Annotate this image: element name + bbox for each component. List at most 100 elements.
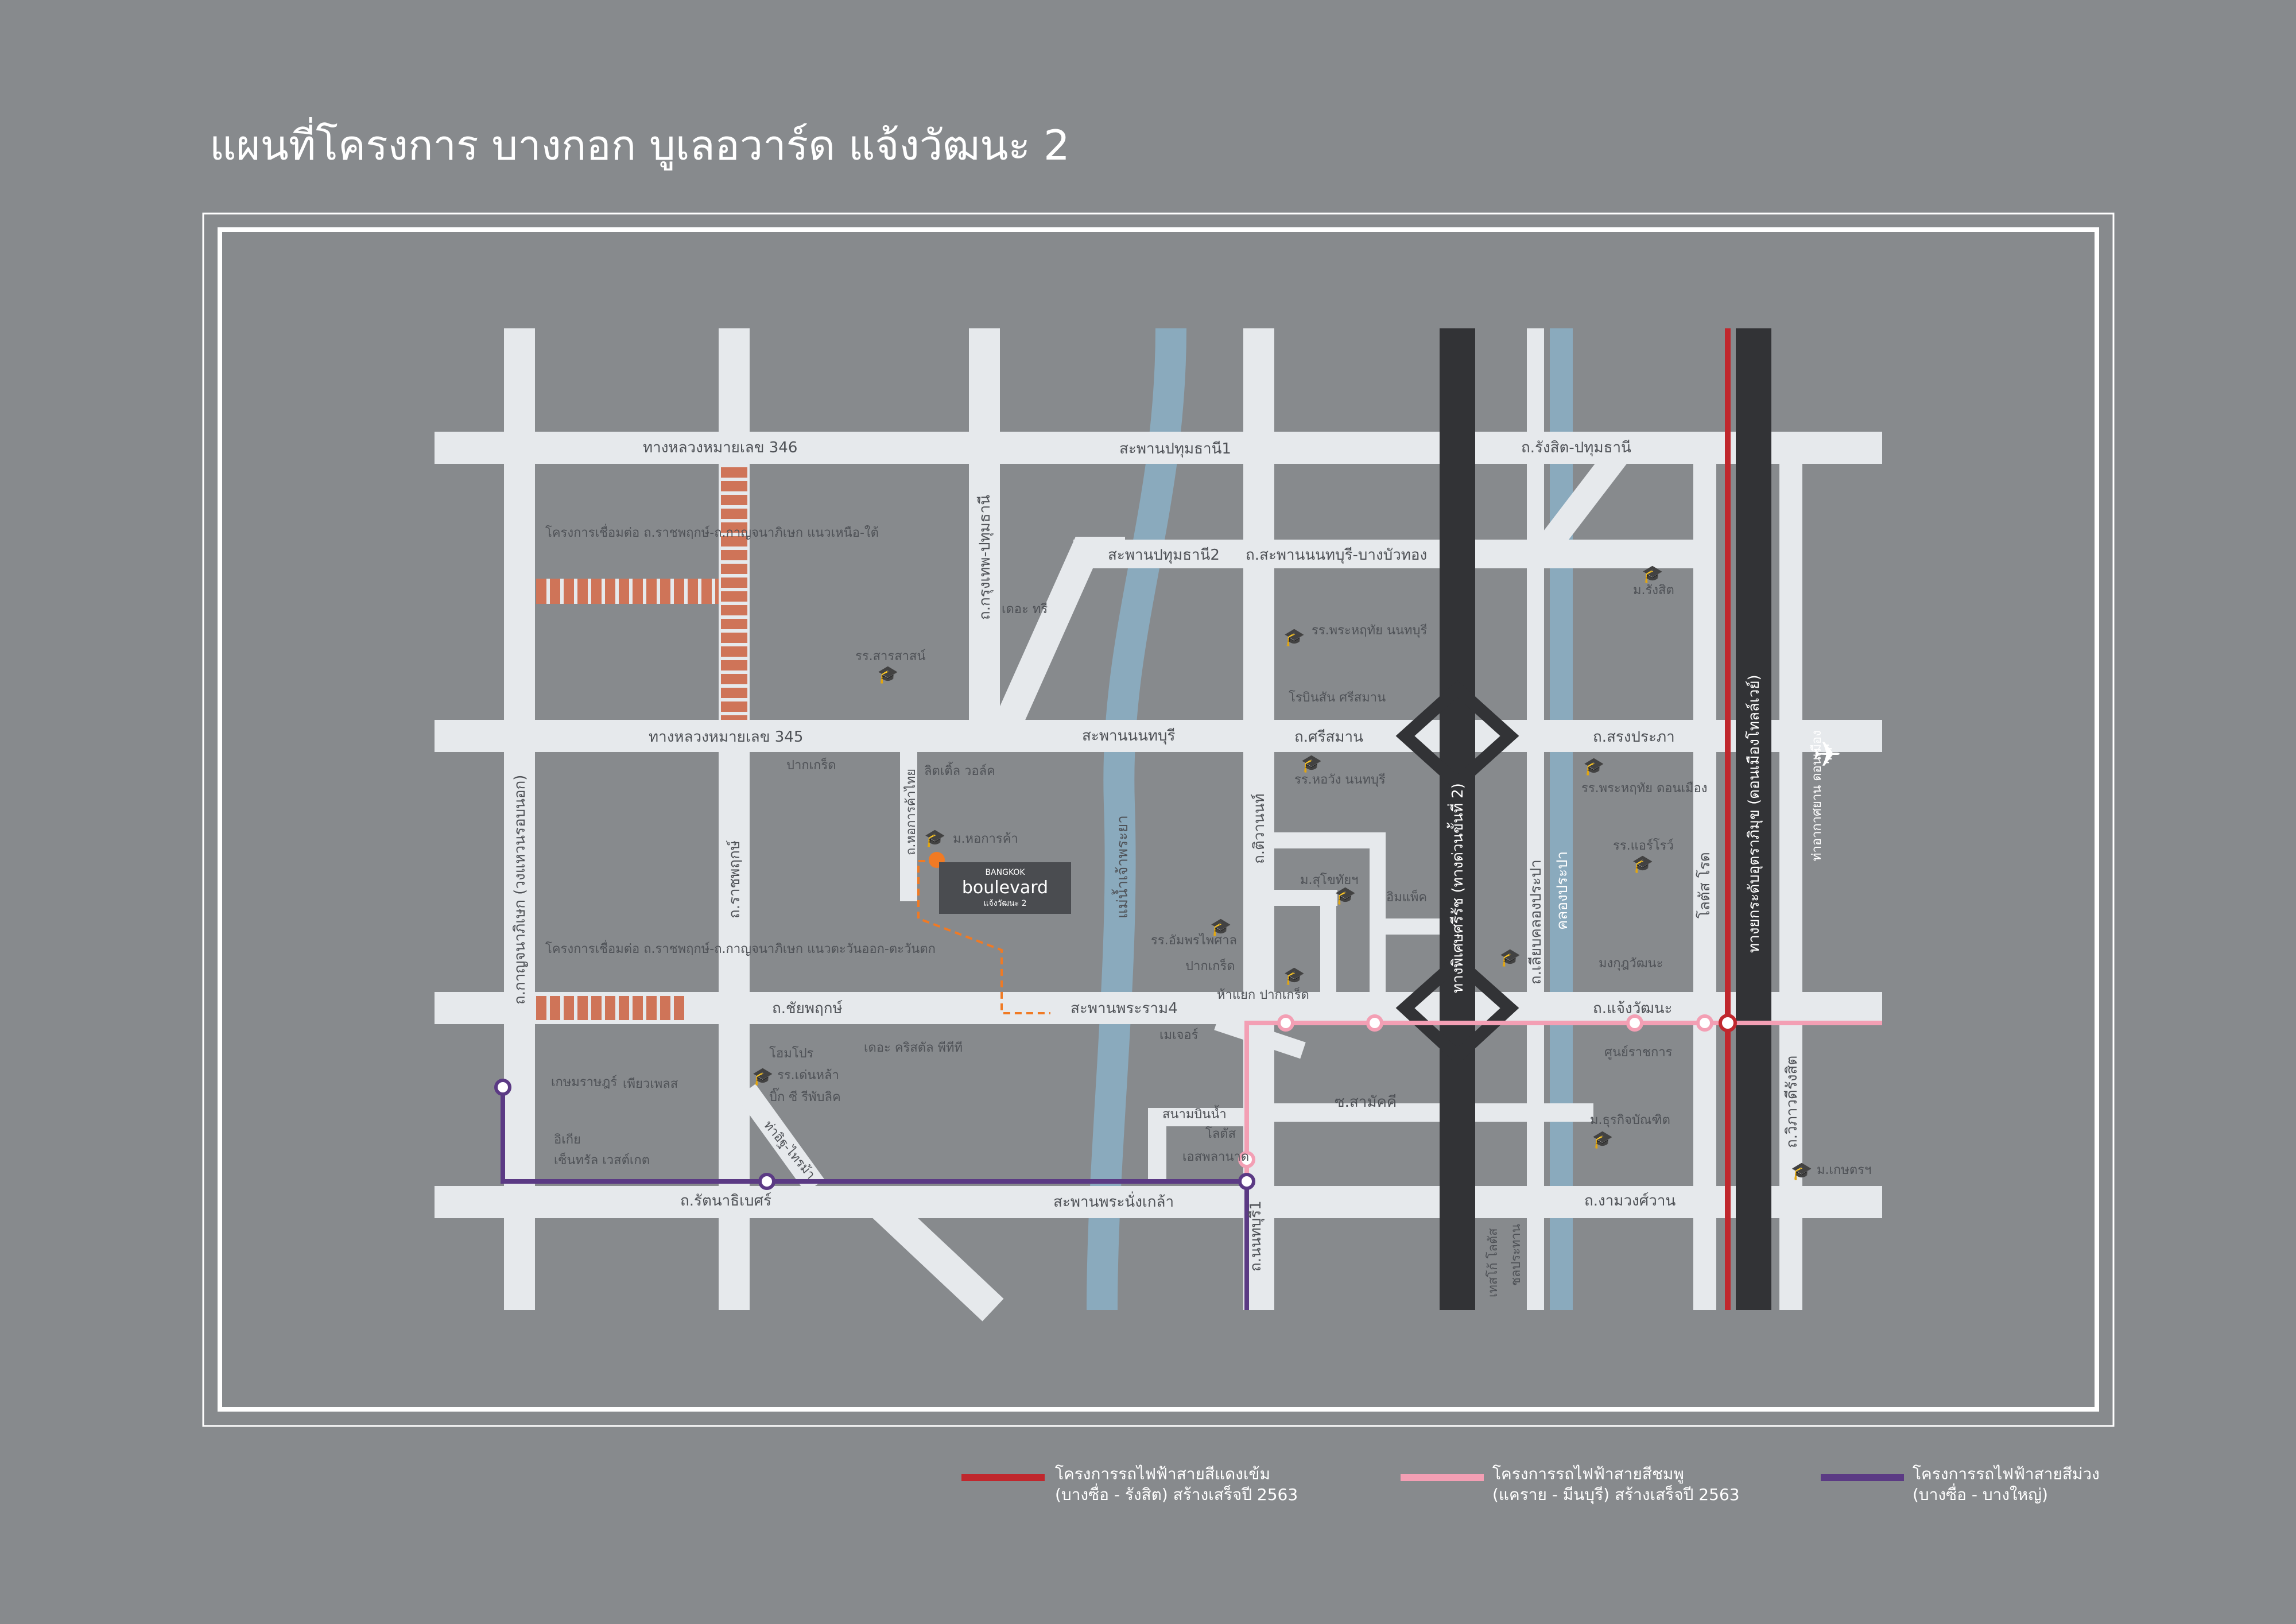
place-horwang: รร.หอวัง นนทบุรี [1294, 773, 1386, 787]
road-label-srisaman: ถ.ศรีสมาน [1294, 728, 1363, 746]
legend-red-line [961, 1474, 1045, 1481]
place-satit: รร.เด่นหล้า [777, 1068, 839, 1083]
construction-ew-1 [536, 579, 719, 604]
place-pakkret-hospital: ปากเกร็ด [786, 757, 836, 773]
page-title: แผนที่โครงการ บางกอก บูเลอวาร์ด แจ้งวัฒน… [210, 121, 1070, 169]
road-label-khlong-prapa: คลองประปา [1554, 851, 1571, 930]
road-label-bridge-rama4: สะพานพระราม4 [1071, 1000, 1178, 1017]
road-label-tiwanon: ถ.ติวานนท์ [1251, 793, 1268, 864]
legend-pink-line [1401, 1474, 1484, 1481]
place-mongkut: มงกุฎวัฒนะ [1599, 956, 1663, 971]
river-label: แม่น้ำเจ้าพระยา [1111, 815, 1131, 918]
graduation-cap-icon: 🎓 [924, 828, 945, 848]
place-impact: อิมแพ็ค [1386, 889, 1427, 905]
road-tha-it [736, 1084, 825, 1193]
graduation-cap-icon: 🎓 [1642, 564, 1663, 584]
construction-label-1: โครงการเชื่อมต่อ ถ.ราชพฤกษ์-ถ.กาญจนาภิเษ… [545, 524, 879, 540]
place-major: เมเจอร์ [1159, 1028, 1199, 1042]
outer-frame [202, 212, 2115, 1427]
place-lotus: โลตัส [1205, 1126, 1236, 1141]
road-label-chaiyaphruek: ถ.ชัยพฤกษ์ [772, 1000, 843, 1017]
place-hospital: ชลประทาน [1509, 1224, 1523, 1286]
place-gov-center: ศูนย์ราชการ [1604, 1045, 1673, 1060]
road-diagonal [988, 537, 1125, 744]
interchange-2 [1395, 953, 1519, 1065]
place-phrathai-donmuang: รร.พระหฤทัย ดอนเมือง [1581, 781, 1707, 796]
roads [435, 328, 1882, 1310]
road-diagonal-south [867, 1191, 1004, 1321]
project-logo-sub: แจ้งวัฒนะ 2 [983, 899, 1026, 908]
road-label-kanchana: ถ.กาญจนาภิเษก (วงแหวนรอบนอก) [511, 775, 529, 1005]
legend-purple-line2: (บางซื่อ - บางใหญ่) [1913, 1485, 2048, 1504]
graduation-cap-icon: 🎓 [1283, 627, 1305, 648]
legend-pink-text: โครงการรถไฟฟ้าสายสีชมพู (แคราย - มีนบุรี… [1492, 1464, 1740, 1505]
place-phrathai-nonthaburi: รร.พระหฤทัย นนทบุรี [1312, 623, 1428, 638]
project-logo-name: boulevard [962, 878, 1048, 898]
legend-purple-line [1821, 1474, 1904, 1481]
place-big-c: บิ๊ก ซี รีพับลิค [769, 1087, 841, 1104]
road-label-krungthep-pathum: ถ.กรุงเทพ-ปทุมธานี [976, 495, 994, 620]
project-logo-box[interactable] [939, 862, 1071, 914]
road-label-samakkhi: ซ.สามัคคี [1335, 1094, 1397, 1111]
place-piyavate: เพียวเพลส [623, 1077, 678, 1091]
interchange-1 [1395, 680, 1519, 792]
place-robinson: โรบินสัน ศรีสมาน [1289, 690, 1386, 705]
purple-line [501, 1087, 1249, 1310]
place-sarasas: รร.สารสาสน์ [855, 649, 926, 664]
graduation-cap-icon: 🎓 [1210, 917, 1231, 937]
place-sanam-bin-nam: สนามบินน้ำ [1162, 1105, 1227, 1122]
road-label-sirat: ทางพิเศษศรีรัช (ทางด่วนขั้นที่ 2) [1446, 783, 1467, 993]
place-little-walk: ลิตเติ้ล วอล์ค [924, 762, 995, 778]
road-label-bridge-pathum2: สะพานปทุมธานี2 [1108, 546, 1220, 564]
graduation-cap-icon: 🎓 [1632, 854, 1653, 874]
road-label-rattanathibet: ถ.รัตนาธิเบศร์ [680, 1192, 771, 1210]
legend-red-text: โครงการรถไฟฟ้าสายสีแดงเข้ม (บางซื่อ - รั… [1055, 1464, 1298, 1505]
graduation-cap-icon: 🎓 [1301, 754, 1322, 774]
graduation-cap-icon: 🎓 [1283, 966, 1305, 986]
road-label-ngamwongwan: ถ.งามวงศ์วาน [1584, 1192, 1676, 1210]
place-the-tree: เดอะ ทรี [1002, 602, 1048, 617]
graduation-cap-icon: 🎓 [1592, 1130, 1613, 1150]
place-kasemrad: เกษมราษฎร์ [551, 1075, 617, 1090]
airplane-icon: ✈ [1813, 735, 1841, 775]
construction-ns [721, 466, 747, 720]
graduation-cap-icon: 🎓 [1583, 757, 1604, 777]
road-major [1214, 1013, 1306, 1059]
road-label-tha-it: ท่าอิฐ-ไทรม้า [761, 1118, 818, 1182]
road-label-liab-khlong: ถ.เลียบคลองประปา [1527, 859, 1545, 985]
place-kasetsart: ม.เกษตรฯ [1817, 1163, 1871, 1177]
place-amnuay: รร.อัมพรไพศาล [1151, 933, 1237, 948]
road-label-ratchaphruek: ถ.ราชพฤกษ์ [726, 840, 743, 918]
road-label-vibhavadi: ถ.วิภาวดีรังสิต [1783, 1056, 1801, 1148]
road-label-uttaraphimuk: ทางยกระดับอุตราภิมุข (ดอนเมืองโทลล์เวย์) [1745, 675, 1763, 953]
canal [1550, 328, 1573, 1310]
legend-pink-line1: โครงการรถไฟฟ้าสายสีชมพู [1492, 1464, 1684, 1483]
graduation-cap-icon: 🎓 [1499, 948, 1521, 968]
road-label-bridge-pathum1: สะพานปทุมธานี1 [1119, 440, 1231, 458]
project-route [917, 860, 1050, 1014]
road-label-rangsit-pathum: ถ.รังสิต-ปทุมธานี [1521, 439, 1631, 456]
legend-pink-line2: (แคราย - มีนบุรี) สร้างเสร็จปี 2563 [1492, 1485, 1740, 1504]
graduation-cap-icon: 🎓 [877, 665, 898, 685]
project-logo-top: BANGKOK [985, 868, 1025, 877]
river [1087, 328, 1186, 1311]
road-label-nonthaburi1: ถ.นนทบุรี1 [1247, 1200, 1265, 1272]
place-ikea: อิเกีย [554, 1133, 581, 1147]
legend-red-line2: (บางซื่อ - รังสิต) สร้างเสร็จปี 2563 [1055, 1485, 1298, 1504]
place-pak-kret-junction: ห้าแยก ปากเกร็ด [1217, 986, 1309, 1002]
construction-label-2: โครงการเชื่อมต่อ ถ.ราชพฤกษ์-ถ.กาญจนาภิเษ… [545, 940, 936, 956]
place-central-westgate: เซ็นทรัล เวสต์เกต [554, 1152, 650, 1168]
road-label-bridge-nangklao: สะพานพระนั่งเกล้า [1053, 1191, 1174, 1211]
graduation-cap-icon: 🎓 [1791, 1161, 1812, 1181]
road-label-bridge-nonthaburi: สะพานนนทบุรี [1082, 727, 1176, 745]
place-utcc: ม.หอการค้า [953, 832, 1018, 846]
place-pakkret-hospital-2: ปากเกร็ด [1185, 958, 1235, 974]
place-sirirat: รร.แอร์โรว์ [1613, 838, 1674, 853]
legend-purple-text: โครงการรถไฟฟ้าสายสีม่วง (บางซื่อ - บางให… [1913, 1464, 2100, 1505]
road-diagonal-ne [1534, 445, 1629, 559]
place-homepro-1: โฮมโปร [769, 1046, 814, 1061]
road-label-nonburi-bangbuathong: ถ.สะพานนนทบุรี-บางบัวทอง [1246, 546, 1427, 564]
legend-purple-line1: โครงการรถไฟฟ้าสายสีม่วง [1913, 1464, 2100, 1483]
place-esplanade: เอสพลานาด [1182, 1150, 1249, 1164]
